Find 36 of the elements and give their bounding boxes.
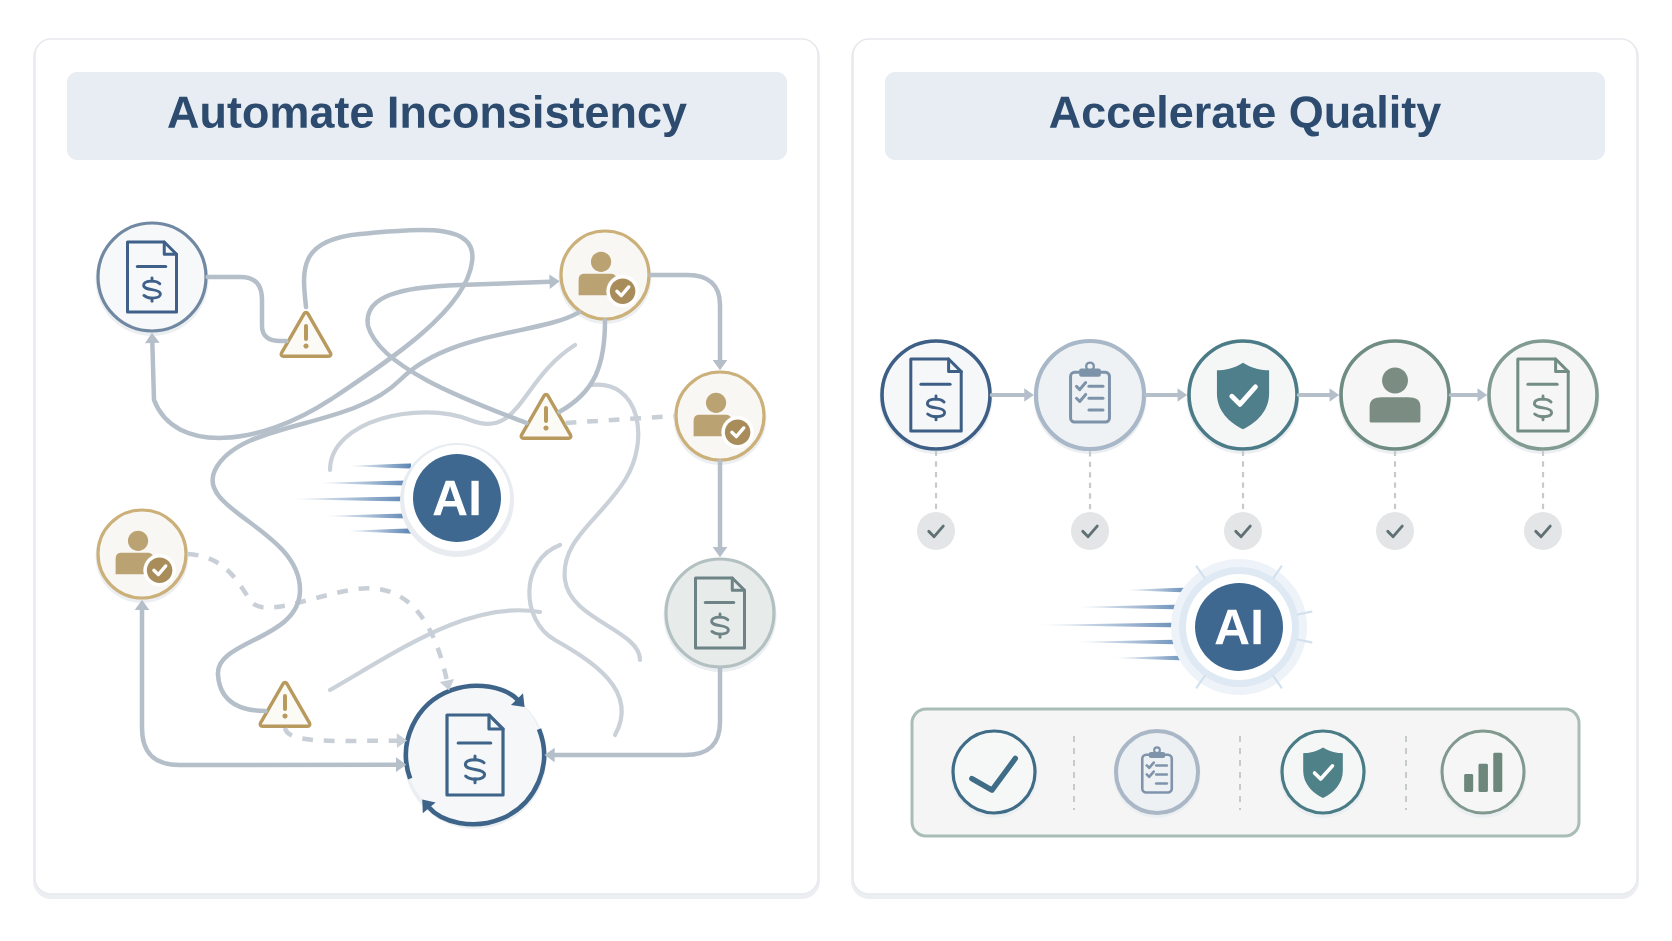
- user-check-icon: [673, 370, 767, 465]
- check-icon: [1224, 512, 1262, 550]
- heading-banner: Automate Inconsistency: [67, 72, 787, 160]
- connector-line: [556, 318, 608, 415]
- check-icon: [1071, 512, 1109, 550]
- check-icon: [917, 512, 955, 550]
- document-cycle-icon: [403, 683, 547, 829]
- arrow: [144, 227, 475, 441]
- ai-badge: AI: [1171, 559, 1313, 695]
- warning-icon: [519, 392, 573, 440]
- dashed-line: [1541, 450, 1545, 512]
- ai-badge: AI: [400, 443, 514, 557]
- dashed-line: [565, 413, 675, 426]
- check-icon: [1524, 512, 1562, 550]
- document-icon: [95, 221, 209, 336]
- user-check-icon: [95, 508, 189, 603]
- dashed-line: [1088, 451, 1092, 512]
- bar-chart-icon: [1439, 729, 1527, 818]
- clipboard-icon: [1113, 729, 1201, 818]
- dashed-line: [934, 450, 938, 512]
- warning-icon: [258, 680, 312, 728]
- warning-icon: [279, 310, 333, 358]
- document-icon: [879, 339, 993, 454]
- dashed-line: [1393, 450, 1397, 512]
- connector-line: [210, 310, 582, 714]
- shield-check-icon: [1279, 729, 1367, 818]
- document-icon: [663, 557, 777, 672]
- user-icon: [1338, 339, 1452, 454]
- clipboard-icon: [1033, 338, 1147, 454]
- dashed-line: [1241, 450, 1245, 512]
- check-icon: [1376, 512, 1414, 550]
- check-icon: [950, 729, 1038, 818]
- document-icon: [1486, 339, 1600, 454]
- user-check-icon: [558, 229, 652, 324]
- shield-check-icon: [1186, 339, 1300, 454]
- heading-banner: Accelerate Quality: [885, 72, 1605, 160]
